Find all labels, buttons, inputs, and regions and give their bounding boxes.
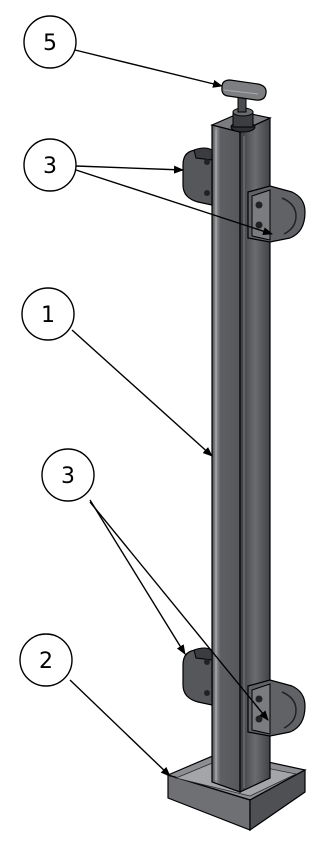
leader-1 xyxy=(71,329,213,457)
leader-5 xyxy=(74,49,223,88)
callout-3-top: 3 xyxy=(23,138,77,192)
callout-2-label: 2 xyxy=(39,649,53,674)
leader-3-bottom-a xyxy=(89,499,186,655)
callout-3-top-label: 3 xyxy=(43,154,57,179)
leader-2 xyxy=(69,679,171,777)
leader-lines xyxy=(69,49,273,777)
callout-1-label: 1 xyxy=(41,303,55,328)
glass-clamp-upper-left xyxy=(182,147,213,206)
callout-3-bottom: 3 xyxy=(41,448,95,502)
callout-5: 5 xyxy=(23,15,77,69)
leader-3-top-b xyxy=(75,169,273,236)
glass-clamp-lower-right xyxy=(247,679,306,737)
callout-5-label: 5 xyxy=(43,31,57,56)
top-connector xyxy=(221,79,267,133)
leader-3-bottom-b xyxy=(89,501,269,721)
post xyxy=(210,111,272,793)
callout-3-bottom-label: 3 xyxy=(61,464,75,489)
glass-clamp-upper-right xyxy=(247,185,306,243)
callout-2: 2 xyxy=(19,633,73,687)
callout-1: 1 xyxy=(21,287,75,341)
leader-3-top-a xyxy=(75,165,184,174)
glass-clamp-lower-left xyxy=(182,647,213,706)
